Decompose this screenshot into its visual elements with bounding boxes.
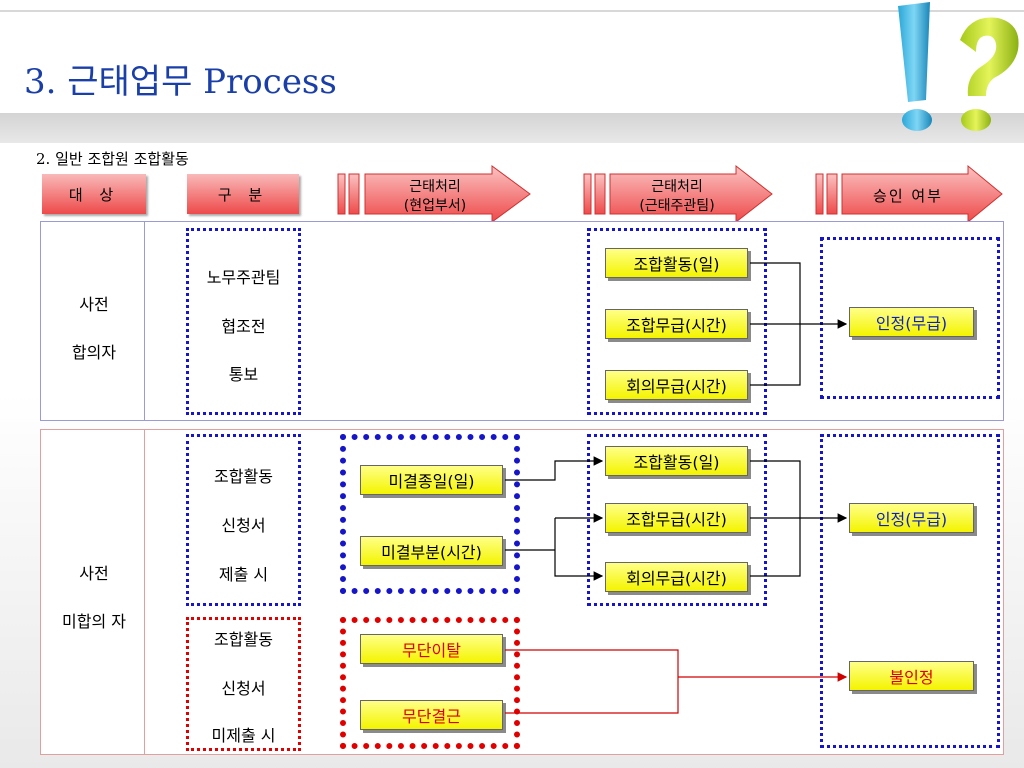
section1-category-line2: 협조전 (221, 317, 266, 336)
section-subtitle: 2. 일반 조합원 조합활동 (36, 150, 189, 168)
section1-category-box (186, 228, 301, 415)
header-category: 구 분 (187, 174, 299, 214)
section2-category-a-line2: 신청서 (221, 516, 266, 535)
section2-category-b-line2: 신청서 (221, 679, 266, 698)
section2-absent-box (340, 617, 520, 749)
exclamation-question-icon (898, 2, 1019, 131)
header-arrows (337, 164, 1003, 224)
section2-absent-noshow: 무단결근 (360, 700, 503, 730)
section1-divider (144, 221, 145, 421)
section1-connectors (750, 262, 848, 386)
section2-category-b-line3: 미제출 시 (211, 726, 276, 745)
section2-dept-box (340, 434, 520, 594)
header-arrow-approval (815, 164, 1003, 224)
section2-target-line2: 미합의 자 (62, 612, 126, 631)
header-approval: 승인 여부 (873, 187, 943, 205)
title-band (0, 113, 1024, 143)
section2-step2-box (587, 434, 767, 606)
section2-absent-connectors (505, 649, 848, 714)
header-target: 대 상 (42, 174, 146, 214)
section1-category-line3: 통보 (228, 365, 259, 384)
section2-target-line1: 사전 (79, 564, 109, 583)
section2-category-a-line1: 조합활동 (214, 467, 273, 486)
header-step1-line1: 근태처리 (409, 179, 461, 195)
section1-step2-box (587, 228, 767, 415)
section2-dept-unresolved-part: 미결부분(시간) (360, 536, 503, 566)
section2-item-union-hour: 조합무급(시간) (605, 503, 748, 533)
top-rule (0, 10, 1024, 12)
section2-dept-connectors (505, 456, 848, 581)
section2-dept-unresolved-day: 미결종일(일) (360, 465, 503, 495)
header-step2-line2: (근태주관팀) (639, 198, 715, 214)
section2-approval-box (820, 434, 1000, 748)
section1-target-line2: 합의자 (71, 343, 117, 362)
section2-item-union-day: 조합활동(일) (605, 446, 748, 476)
section1-item-meeting-hour: 회의무급(시간) (605, 370, 748, 400)
section2-panel (40, 429, 1004, 755)
header-step1-line2: (현업부서) (403, 198, 467, 214)
section2-result-rejected: 불인정 (849, 661, 974, 691)
section2-absent-leave: 무단이탈 (360, 634, 503, 664)
section1-item-union-hour: 조합무급(시간) (605, 309, 748, 339)
section2-category-a-box (186, 434, 301, 606)
section1-target-line1: 사전 (79, 295, 109, 314)
section1-item-union-day: 조합활동(일) (605, 248, 748, 278)
section2-item-meeting-hour: 회의무급(시간) (605, 562, 748, 592)
section2-divider (144, 429, 145, 755)
section2-category-b-box (186, 617, 301, 751)
page-title: 3. 근태업무 Process (24, 62, 337, 102)
section1-result-approved: 인정(무급) (849, 307, 974, 337)
header-step2-line1: 근태처리 (651, 179, 703, 195)
header-arrow-step1 (337, 165, 531, 223)
section2-result-approved: 인정(무급) (849, 503, 974, 533)
section2-category-a-line3: 제출 시 (218, 565, 269, 584)
section1-approval-box (820, 237, 1000, 399)
section1-category-line1: 노무주관팀 (206, 268, 281, 287)
section2-category-b-line1: 조합활동 (214, 630, 273, 649)
header-arrow-step2 (583, 164, 773, 224)
